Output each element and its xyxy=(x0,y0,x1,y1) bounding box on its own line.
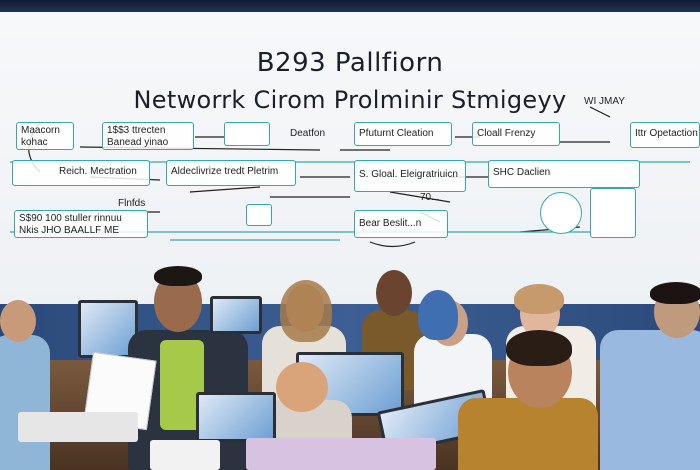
loose-label-3: WI JMAY xyxy=(584,96,625,107)
ceiling xyxy=(0,0,700,14)
flow-node-6: Ittr Opetaction xyxy=(630,122,700,148)
flow-node-1: Maacorn kohac xyxy=(16,122,74,150)
flow-node-2: 1$$3 ttrecten Banead yinao xyxy=(102,122,194,150)
flow-node-5: Cloall Frenzy xyxy=(472,122,560,146)
flow-node-4: Pfuturnt Cleation xyxy=(354,122,452,146)
desk-tray xyxy=(246,438,436,470)
board-title-line2: Networrk Cirom Prolminir Stmigeyy xyxy=(133,86,567,114)
document-icon xyxy=(246,204,272,226)
loose-label-2: Flnfds xyxy=(118,198,146,209)
laptop-front xyxy=(196,392,276,442)
laptop-back xyxy=(210,296,262,334)
chart-icon xyxy=(224,122,270,146)
desk-items xyxy=(18,412,138,442)
flow-node-10: SHC Daclien xyxy=(488,160,640,188)
whiteboard: B293 Pallfiorn Networrk Cirom Prolminir … xyxy=(0,12,700,312)
loose-label-1: 70... xyxy=(420,192,440,203)
papers-front xyxy=(150,440,220,470)
flow-node-11: S$90 100 stuller rinnuu Nkis JHO BAALLF … xyxy=(14,210,148,238)
board-title-line1: B293 Pallfiorn xyxy=(256,48,444,78)
flow-node-9: S. Gloal. Eleigratriuicn xyxy=(354,160,466,192)
flow-node-3: Deatfon xyxy=(290,128,326,139)
flow-node-12: Bear Beslit...n xyxy=(354,210,448,238)
globe-icon xyxy=(590,188,636,238)
device-icon xyxy=(540,192,582,234)
flow-node-7: Reich. Mectration xyxy=(12,160,150,186)
flow-node-8: Aldeclivrize tredt Pletrim xyxy=(166,160,296,186)
